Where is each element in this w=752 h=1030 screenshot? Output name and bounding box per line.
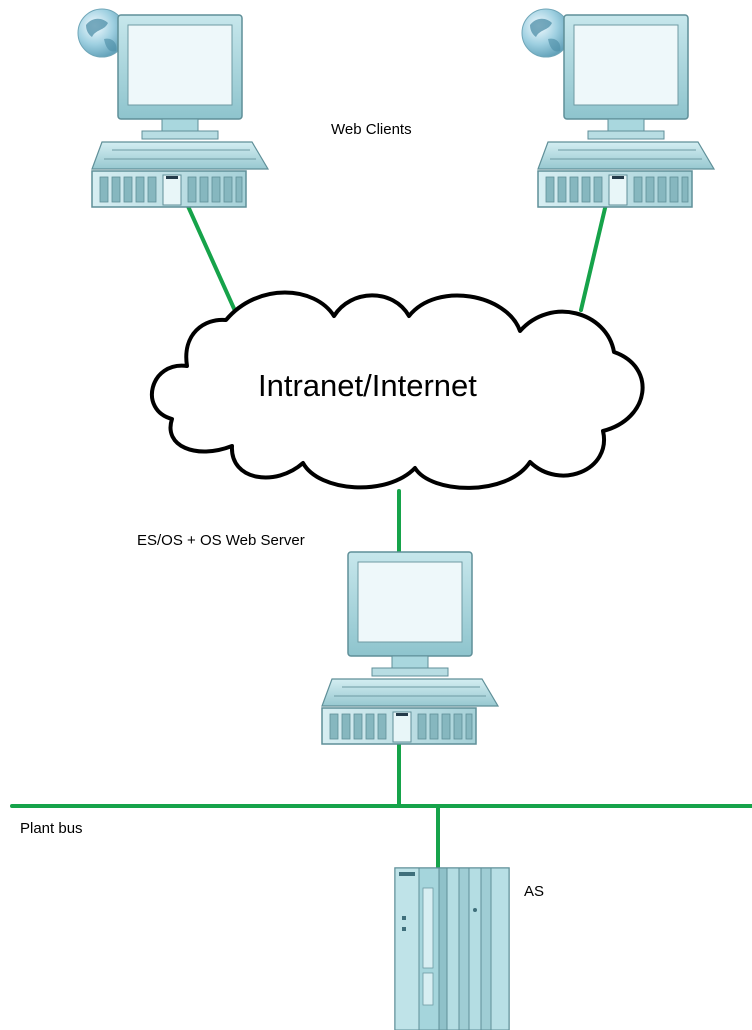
client-left-link xyxy=(185,202,238,315)
cloud-label: Intranet/Internet xyxy=(258,368,477,403)
computer-icon xyxy=(321,551,499,745)
network-lines xyxy=(10,202,752,870)
cloud-icon xyxy=(149,290,645,490)
web-client-left xyxy=(77,8,269,208)
computer-icon xyxy=(537,14,715,208)
web-clients-label: Web Clients xyxy=(331,121,412,138)
as-label: AS xyxy=(524,883,544,900)
server-label: ES/OS + OS Web Server xyxy=(137,532,305,549)
web-client-right xyxy=(521,8,715,208)
plant-bus-label: Plant bus xyxy=(20,820,83,837)
as-controller xyxy=(394,867,510,1030)
globe-icon xyxy=(521,8,571,58)
computer-icon xyxy=(91,14,269,208)
network-cloud xyxy=(149,290,645,490)
es-os-web-server xyxy=(321,551,499,745)
client-right-link xyxy=(579,202,608,312)
